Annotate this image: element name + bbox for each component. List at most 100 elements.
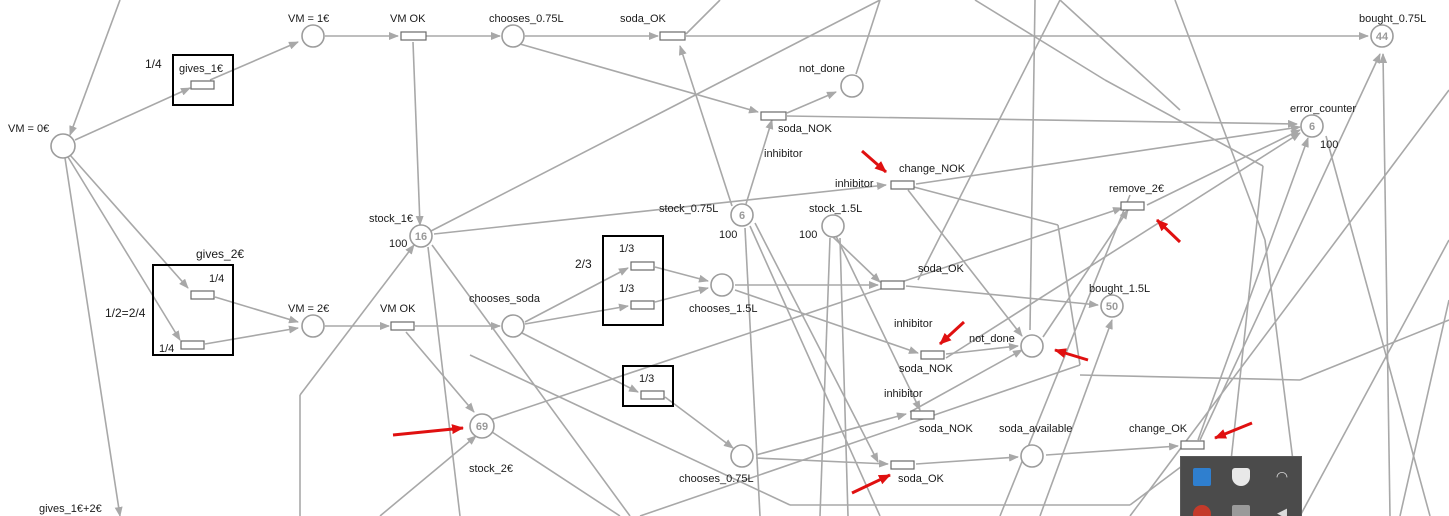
place-stock-2: [469, 413, 495, 439]
place-vm2: [301, 314, 325, 338]
label-soda-ok-mid: soda_OK: [918, 263, 965, 275]
label-stock-1-cap: 100: [389, 238, 407, 250]
transition-soda-ok-mid: [880, 280, 905, 290]
blocked-icon[interactable]: [1193, 505, 1211, 516]
label-vm2: VM = 2€: [288, 303, 329, 315]
label-gives-2: gives_2€: [196, 247, 244, 261]
label-chooses-075-top: chooses_0.75L: [489, 13, 564, 25]
transition-choose-15-a: [630, 261, 655, 271]
label-stock-1: stock_1€: [369, 213, 413, 225]
label-vm0: VM = 0€: [8, 123, 49, 135]
chooses-075-group-box: [622, 365, 674, 407]
security-shield-icon[interactable]: [1232, 468, 1250, 486]
label-vm1: VM = 1€: [288, 13, 329, 25]
label-prob-third-a: 1/3: [619, 243, 634, 255]
label-soda-ok-top: soda_OK: [620, 13, 667, 25]
transition-gives-2-a: [190, 290, 215, 300]
place-not-done-top: [840, 74, 864, 98]
place-chooses-soda: [501, 314, 525, 338]
label-bought-075: bought_0.75L: [1359, 13, 1426, 25]
label-prob-quarter-top: 1/4: [145, 57, 162, 71]
transition-soda-ok-bot: [890, 460, 915, 470]
places: [50, 24, 1394, 468]
label-inhibitor-1: inhibitor: [764, 148, 803, 160]
label-bought-15: bought_1.5L: [1089, 283, 1150, 295]
label-gives-12: gives_1€+2€: [39, 503, 102, 515]
label-error-cap: 100: [1320, 139, 1338, 151]
red-arrow-remove-2: [1155, 218, 1182, 244]
token-stock-075: 6: [739, 210, 745, 222]
transition-vm-ok-mid: [390, 321, 415, 331]
arcs: [64, 0, 1449, 516]
place-soda-available: [1020, 444, 1044, 468]
transition-soda-nok-top: [760, 111, 787, 121]
place-bought-15: [1100, 294, 1124, 318]
label-stock-075: stock_0.75L: [659, 203, 718, 215]
chooses-soda-group-box: [602, 235, 664, 326]
label-change-nok: change_NOK: [899, 163, 966, 175]
place-vm0: [50, 133, 76, 159]
label-chooses-soda: chooses_soda: [469, 293, 541, 305]
label-prob-two-thirds: 2/3: [575, 257, 592, 271]
label-soda-available: soda_available: [999, 423, 1072, 435]
network-icon[interactable]: [1193, 468, 1211, 486]
label-stock-15: stock_1.5L: [809, 203, 862, 215]
transition-soda-nok-bot: [910, 410, 935, 420]
transitions: [180, 31, 1205, 470]
label-gives-1: gives_1€: [179, 63, 223, 75]
label-chooses-075-bot: chooses_0.75L: [679, 473, 754, 485]
label-soda-ok-bot: soda_OK: [898, 473, 945, 485]
token-counts: 44 6 16 6 50 69: [415, 31, 1389, 433]
label-prob-half: 1/2=2/4: [105, 306, 146, 320]
label-inhibitor-4: inhibitor: [884, 388, 923, 400]
red-arrow-change-ok: [1214, 421, 1253, 440]
transition-change-ok: [1180, 440, 1205, 450]
label-soda-nok-bot: soda_NOK: [919, 423, 973, 435]
label-stock-15-cap: 100: [799, 229, 817, 241]
place-stock-15: [821, 214, 845, 238]
red-arrow-stock-2: [392, 424, 464, 437]
label-prob-quarter-a: 1/4: [209, 273, 224, 285]
transition-gives-1: [190, 80, 215, 90]
label-error-counter: error_counter: [1290, 103, 1356, 115]
transition-gives-2-b: [180, 340, 205, 350]
label-prob-third-b: 1/3: [619, 283, 634, 295]
transition-change-nok: [890, 180, 915, 190]
token-bought-075: 44: [1376, 31, 1389, 43]
probability-groups: [152, 54, 674, 407]
label-soda-nok-top: soda_NOK: [778, 123, 832, 135]
transition-choose-075: [640, 390, 665, 400]
label-vm-ok-mid: VM OK: [380, 303, 416, 315]
label-chooses-15: chooses_1.5L: [689, 303, 758, 315]
token-stock-2: 69: [476, 421, 488, 433]
wifi-icon[interactable]: ◠: [1275, 469, 1289, 485]
transition-choose-15-b: [630, 300, 655, 310]
place-not-done-mid: [1020, 334, 1044, 358]
token-error-counter: 6: [1309, 121, 1315, 133]
label-change-ok: change_OK: [1129, 423, 1188, 435]
label-remove-2: remove_2€: [1109, 183, 1164, 195]
place-chooses-075-bot: [730, 444, 754, 468]
red-arrow-soda-nok: [938, 320, 966, 346]
transition-vm-ok-top: [400, 31, 427, 41]
label-vm-ok-top: VM OK: [390, 13, 426, 25]
label-prob-third-c: 1/3: [639, 373, 654, 385]
red-arrow-not-done: [1054, 348, 1089, 362]
transition-remove-2: [1120, 201, 1145, 211]
label-prob-quarter-b: 1/4: [159, 343, 174, 355]
label-stock-075-cap: 100: [719, 229, 737, 241]
label-stock-2: stock_2€: [469, 463, 513, 475]
place-stock-1: [409, 224, 433, 248]
volume-icon[interactable]: ◀: [1277, 506, 1287, 516]
place-chooses-075-top: [501, 24, 525, 48]
label-inhibitor-3: inhibitor: [894, 318, 933, 330]
place-error-counter: [1300, 114, 1324, 138]
place-chooses-15: [710, 273, 734, 297]
label-soda-nok-mid: soda_NOK: [899, 363, 953, 375]
gives-2-group-box: [152, 264, 234, 356]
battery-icon[interactable]: [1232, 505, 1250, 516]
label-not-done-top: not_done: [799, 63, 845, 75]
gives-1-group-box: [172, 54, 234, 106]
